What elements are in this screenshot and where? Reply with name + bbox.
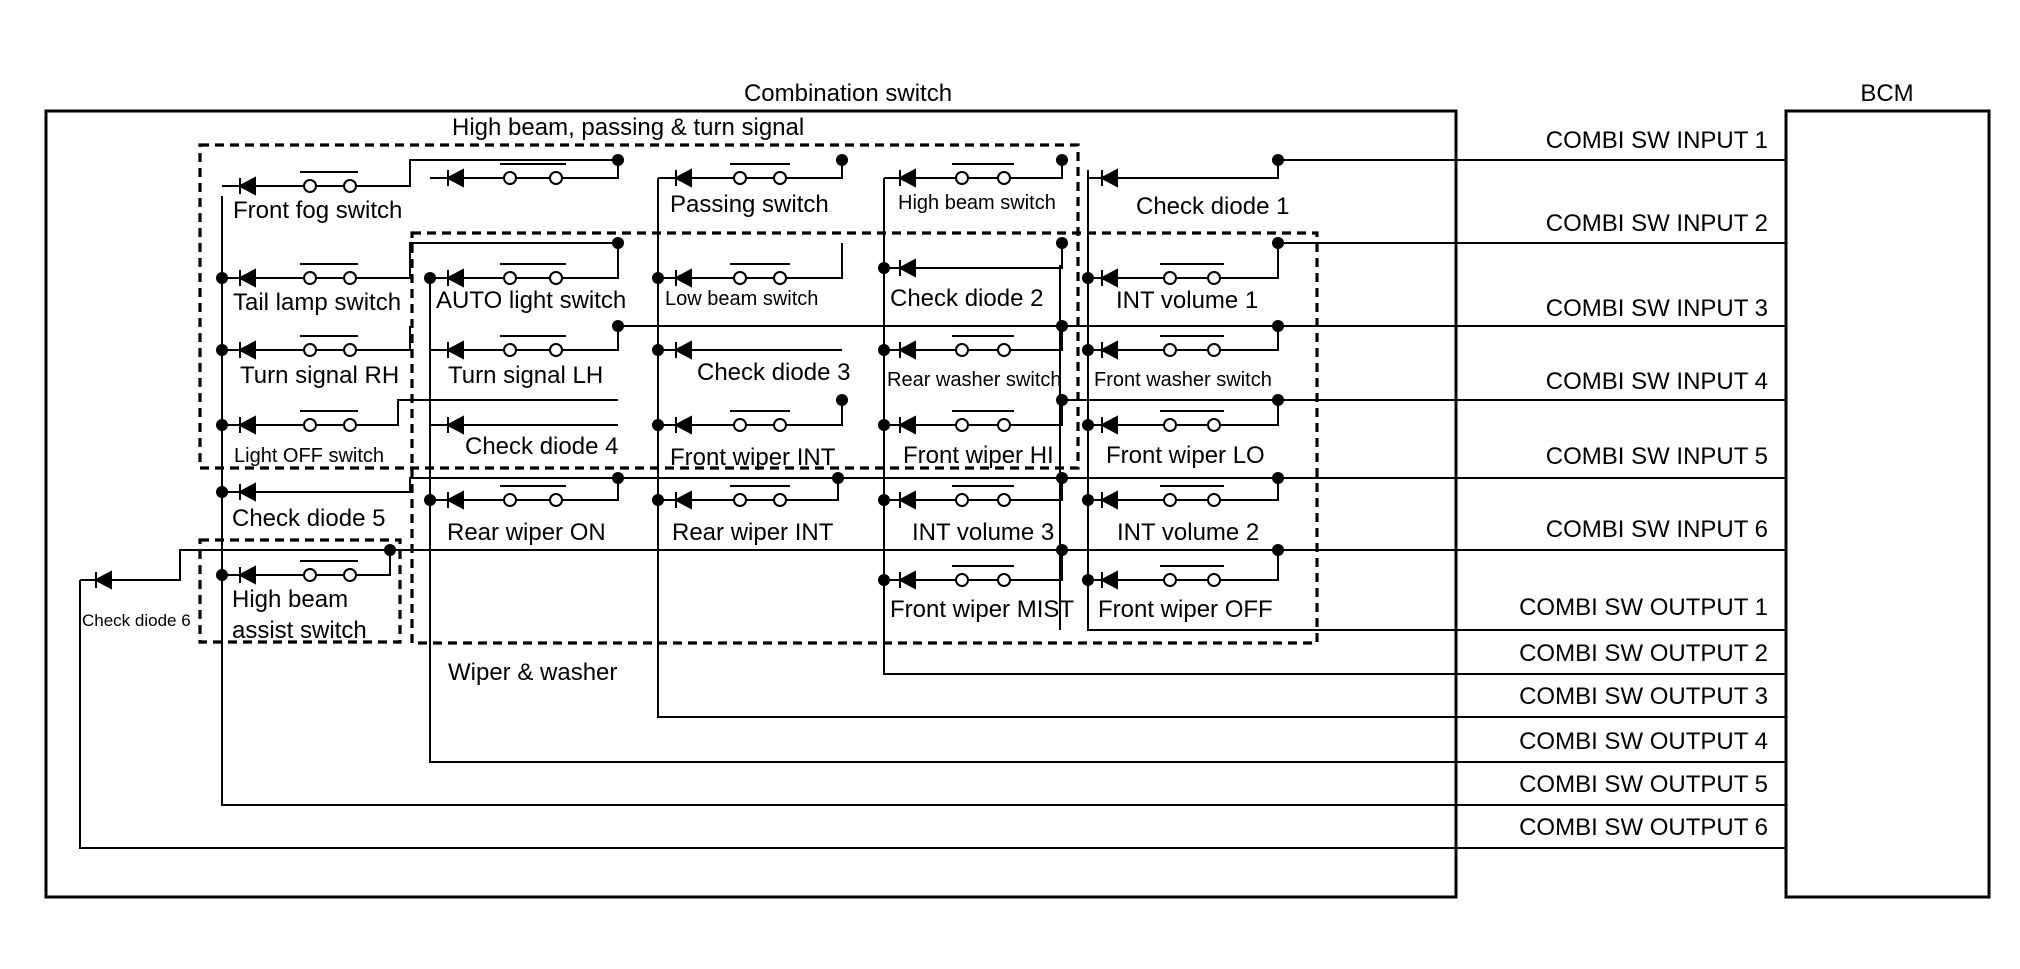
component-labels: Front fog switch Passing switch High bea… — [82, 191, 1289, 644]
label-front-washer-switch: Front washer switch — [1094, 369, 1272, 391]
signal-output-3: COMBI SW OUTPUT 3 — [1519, 683, 1768, 710]
label-front-wiper-mist: Front wiper MIST — [890, 596, 1074, 623]
label-rear-wiper-on: Rear wiper ON — [447, 519, 606, 546]
signal-input-4: COMBI SW INPUT 4 — [1546, 368, 1768, 395]
group-wiper-title: Wiper & washer — [448, 659, 617, 686]
label-front-fog-switch: Front fog switch — [233, 197, 402, 224]
label-turn-signal-lh: Turn signal LH — [448, 362, 603, 389]
label-high-beam-assist-1: High beam — [232, 586, 348, 613]
signal-input-3: COMBI SW INPUT 3 — [1546, 295, 1768, 322]
signal-output-6: COMBI SW OUTPUT 6 — [1519, 814, 1768, 841]
label-tail-lamp-switch: Tail lamp switch — [233, 289, 401, 316]
label-check-diode-6: Check diode 6 — [82, 611, 191, 630]
label-front-wiper-off: Front wiper OFF — [1098, 596, 1273, 623]
label-rear-wiper-int: Rear wiper INT — [672, 519, 834, 546]
label-light-off-switch: Light OFF switch — [234, 445, 384, 467]
signal-output-1: COMBI SW OUTPUT 1 — [1519, 594, 1768, 621]
combination-switch-title: Combination switch — [744, 80, 952, 107]
component-symbols — [93, 163, 1224, 590]
label-high-beam-switch: High beam switch — [898, 192, 1056, 214]
bcm-title: BCM — [1860, 80, 1913, 107]
combination-switch-box — [44, 109, 1458, 899]
junction-dots — [216, 154, 1284, 586]
label-turn-signal-rh: Turn signal RH — [240, 362, 399, 389]
output-lines — [79, 170, 1786, 849]
label-auto-light-switch: AUTO light switch — [436, 287, 626, 314]
signal-input-2: COMBI SW INPUT 2 — [1546, 210, 1768, 237]
label-low-beam-switch: Low beam switch — [665, 288, 818, 310]
label-high-beam-assist-2: assist switch — [232, 617, 367, 644]
label-front-wiper-hi: Front wiper HI — [903, 442, 1054, 469]
label-int-volume-3: INT volume 3 — [912, 519, 1054, 546]
label-int-volume-2: INT volume 2 — [1117, 519, 1259, 546]
signal-input-6: COMBI SW INPUT 6 — [1546, 516, 1768, 543]
label-check-diode-4: Check diode 4 — [465, 433, 618, 460]
branch-wires — [80, 159, 1279, 581]
label-check-diode-2: Check diode 2 — [890, 285, 1043, 312]
label-passing-switch: Passing switch — [670, 191, 829, 218]
label-check-diode-5: Check diode 5 — [232, 505, 385, 532]
label-check-diode-3: Check diode 3 — [697, 359, 850, 386]
signal-input-5: COMBI SW INPUT 5 — [1546, 443, 1768, 470]
label-check-diode-1: Check diode 1 — [1136, 193, 1289, 220]
label-front-wiper-lo: Front wiper LO — [1106, 442, 1265, 469]
bcm-box — [1784, 109, 1991, 899]
group-high-beam-title: High beam, passing & turn signal — [452, 114, 804, 141]
signal-labels: COMBI SW INPUT 1 COMBI SW INPUT 2 COMBI … — [1519, 127, 1768, 841]
signal-output-4: COMBI SW OUTPUT 4 — [1519, 728, 1768, 755]
signal-output-2: COMBI SW OUTPUT 2 — [1519, 640, 1768, 667]
signal-output-5: COMBI SW OUTPUT 5 — [1519, 771, 1768, 798]
group-boxes — [198, 143, 1319, 645]
signal-input-1: COMBI SW INPUT 1 — [1546, 127, 1768, 154]
label-front-wiper-int: Front wiper INT — [670, 444, 836, 471]
label-rear-washer-switch: Rear washer switch — [887, 369, 1062, 391]
label-int-volume-1: INT volume 1 — [1116, 287, 1258, 314]
